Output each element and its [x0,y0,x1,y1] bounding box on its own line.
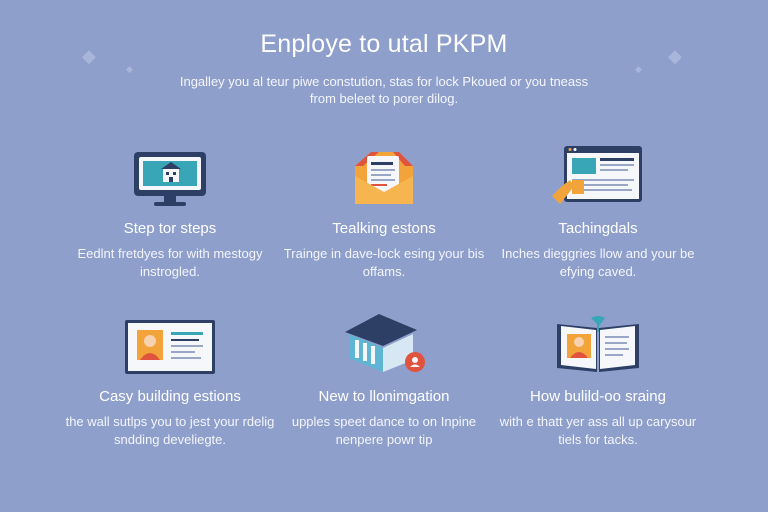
feature-card-3[interactable]: Tachingdals Inches dieggries llow and yo… [488,138,708,281]
sparkle-left-icon: ◆ [82,46,96,66]
card-description: Trainge in dave-lock esing your bis offa… [283,246,485,279]
card-title: Tachingdals [558,220,638,237]
computer-monitor-icon [134,152,206,206]
open-book-icon [557,316,639,372]
profile-card-icon [125,320,215,374]
sparkle-right-icon: ◆ [668,46,682,66]
page-subtitle: Ingalley you al teur piwe constution, st… [179,74,589,106]
sparkle-right-small-icon: ◆ [635,64,642,74]
card-description: upples speet dance to on Inpine nenpere … [291,414,477,447]
card-title: How bulild-oo sraing [530,388,666,405]
card-title: Step tor steps [123,220,217,237]
header: Enploye to utal PKPM Ingalley you al teu… [0,30,768,107]
browser-window-hand-icon [552,146,642,204]
feature-card-1[interactable]: Step tor steps Eedlnt fretdyes for with … [60,138,280,281]
folder-document-icon [355,152,413,204]
feature-card-5[interactable]: New to llonimgation upples speet dance t… [274,306,494,449]
feature-card-6[interactable]: How bulild-oo sraing with e thatt yer as… [488,306,708,449]
page-title: Enploye to utal PKPM [260,30,508,58]
feature-card-2[interactable]: Tealking estons Trainge in dave-lock esi… [274,138,494,281]
card-description: Eedlnt fretdyes for with mestogy instrog… [77,246,263,279]
card-description: the wall sutlps you to jest your rdelig … [65,414,275,447]
card-title: New to llonimgation [318,388,450,405]
card-title: Casy building estions [99,388,241,405]
building-column-icon [345,314,425,372]
card-description: with e thatt yer ass all up carysour tie… [499,414,697,447]
feature-card-4[interactable]: Casy building estions the wall sutlps yo… [60,306,280,449]
card-title: Tealking estons [332,220,436,237]
sparkle-left-small-icon: ◆ [126,64,133,74]
card-description: Inches dieggries llow and your be efying… [501,246,695,279]
